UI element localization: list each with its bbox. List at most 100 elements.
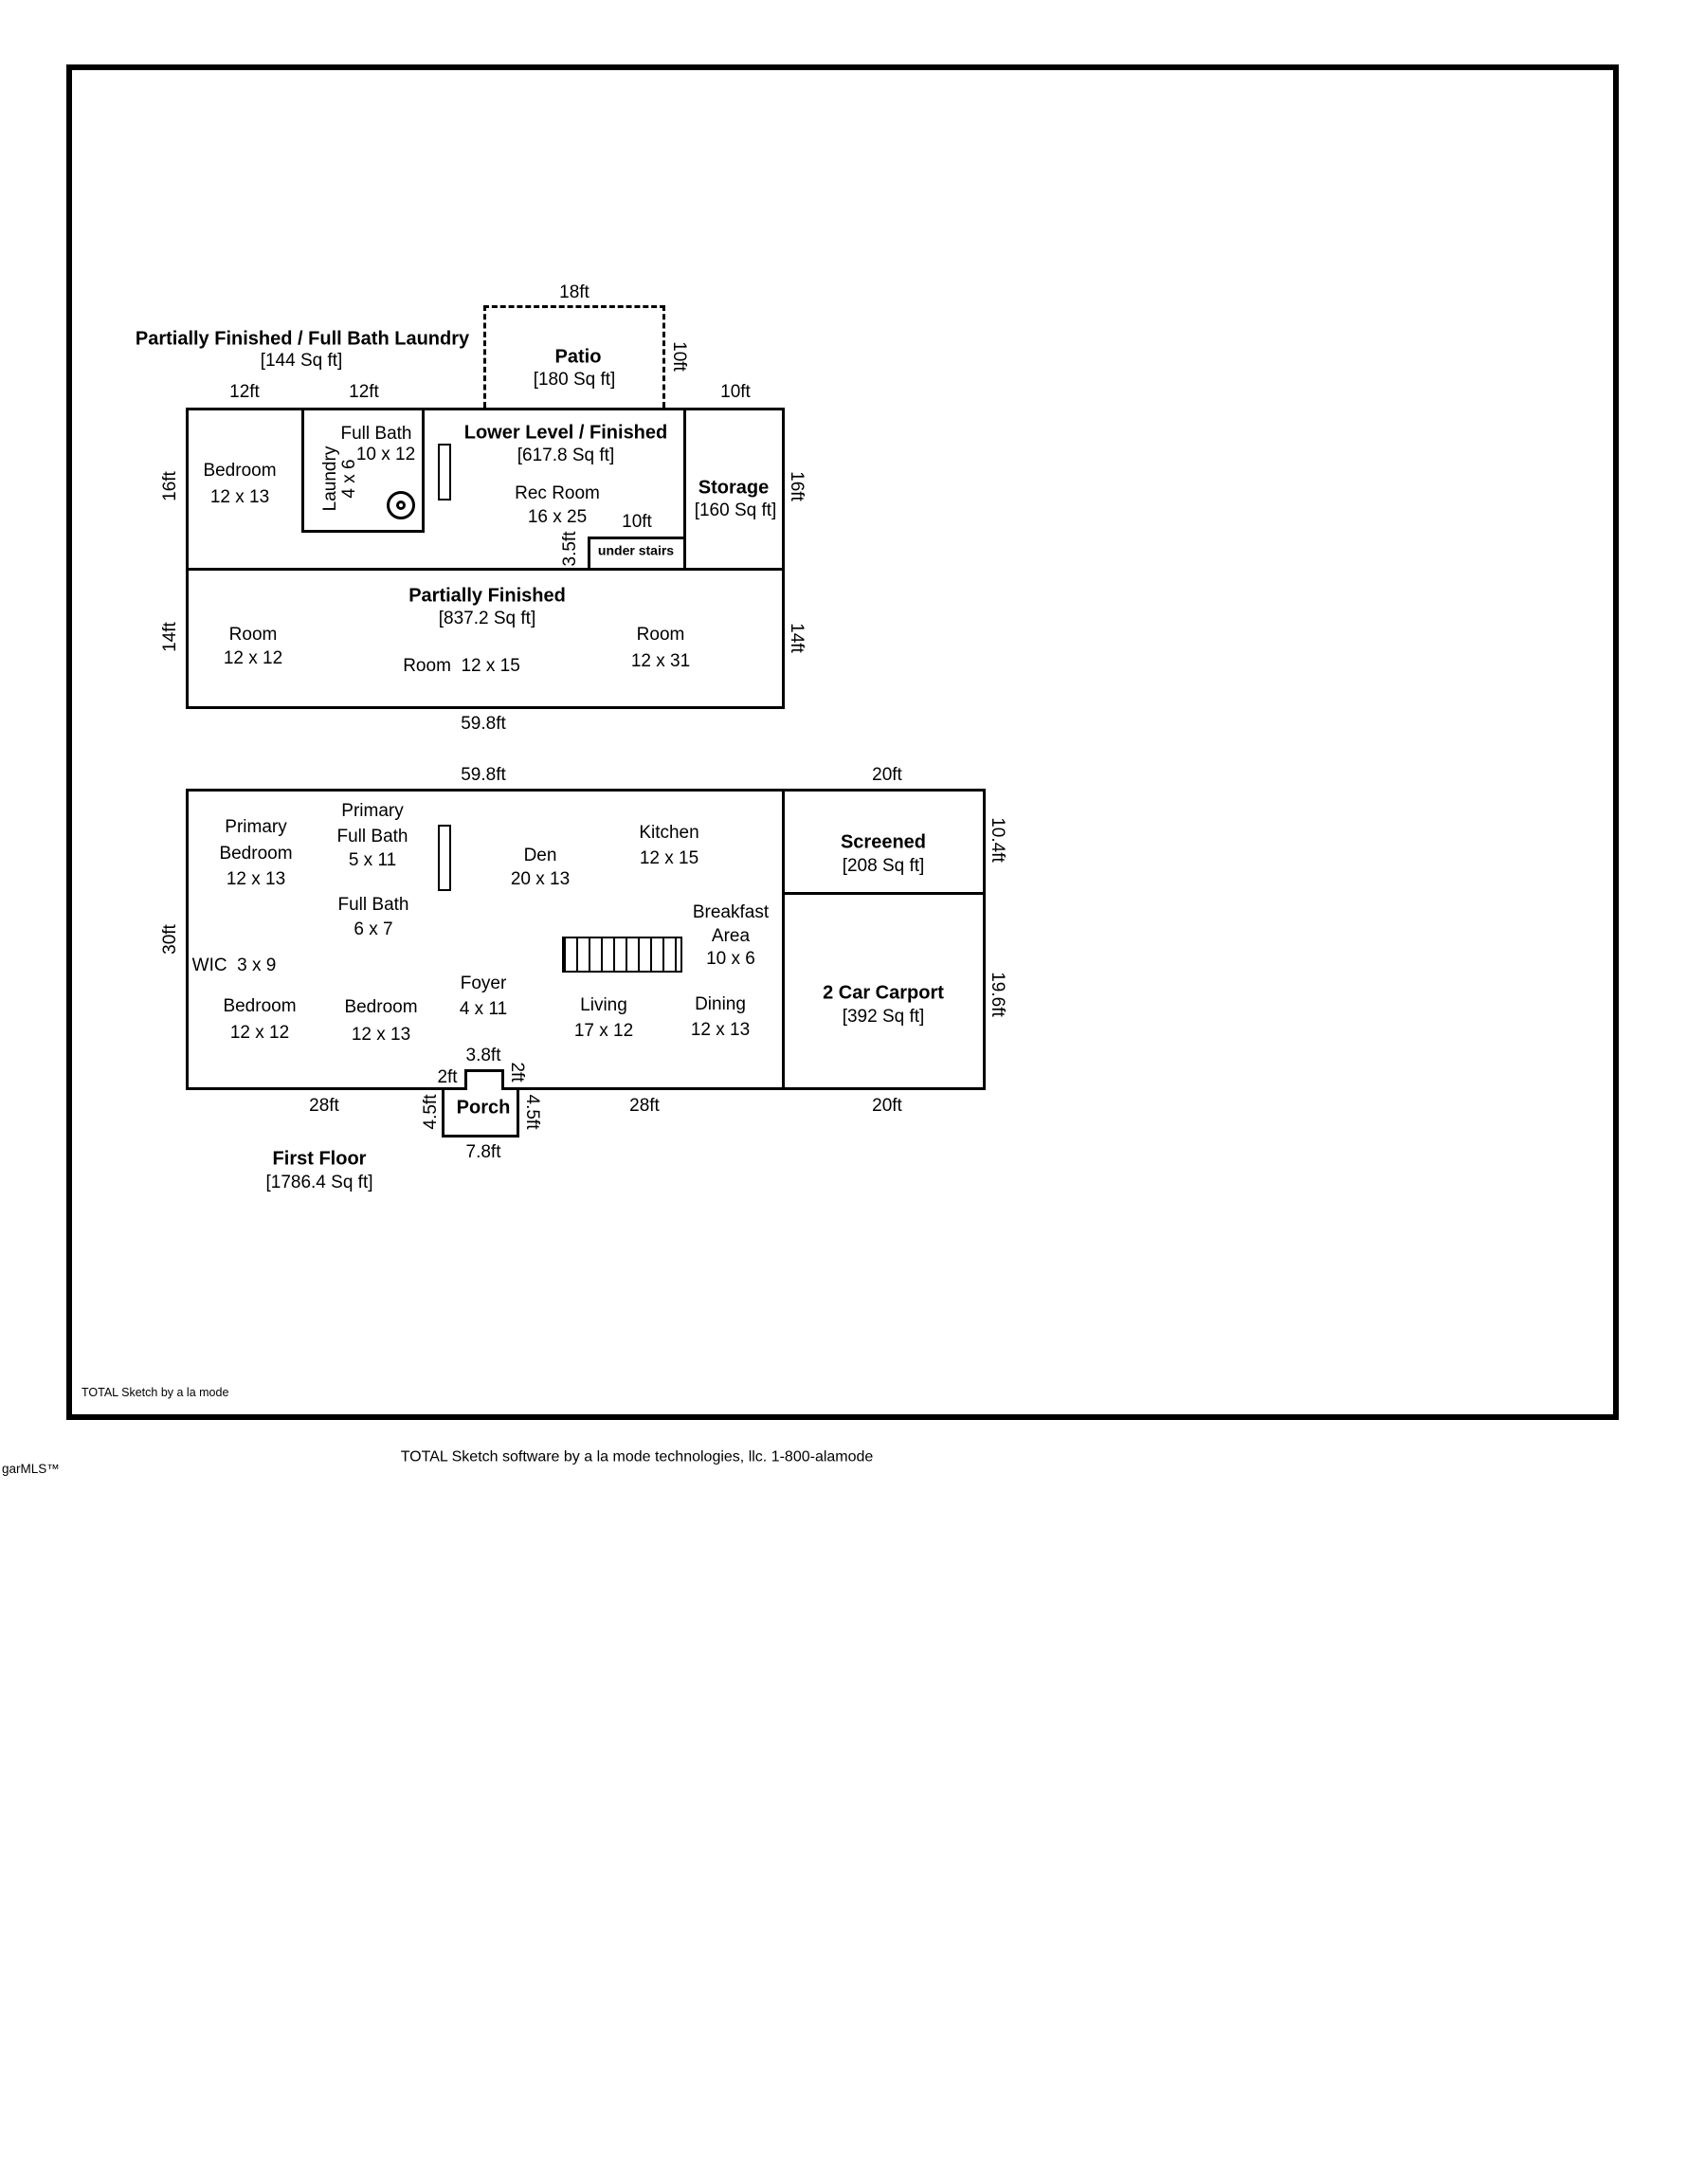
patio-area: [180 Sq ft] [533,370,616,391]
storage-label: Storage [698,477,770,499]
breakfast-line1: Breakfast [692,902,770,923]
partially-finished-area: [837.2 Sq ft] [438,609,536,629]
page-border [66,64,1619,1420]
porch-left-step-dim: 2ft [437,1067,458,1088]
ll-room-a-label: Room [228,625,278,646]
dim-ff-top-main: 59.8ft [461,765,506,786]
carport-label: 2 Car Carport [823,982,944,1004]
dim-left-lower: 14ft [160,622,181,652]
patio-outline [483,305,665,408]
patio-height-dim: 10ft [668,341,689,372]
storage-area: [160 Sq ft] [694,500,777,521]
screened-label: Screened [840,831,927,853]
partially-finished-title: Partially Finished [408,585,566,607]
dim-top-bedroom: 12ft [229,382,260,403]
den-label: Den [523,846,557,866]
porch-outline [442,1090,519,1138]
patio-label: Patio [554,346,602,368]
stairs-icon [562,937,682,973]
kitchen-label: Kitchen [639,823,699,844]
breakfast-size: 10 x 6 [706,949,755,970]
primary-bedroom-line1: Primary [225,817,287,838]
bedroom2-label: Bedroom [223,996,297,1017]
under-stairs-label: under stairs [597,542,675,558]
dim-top-storage: 10ft [720,382,751,403]
dining-label: Dining [695,994,746,1015]
ll-room-b-label: Room 12 x 15 [403,656,520,677]
primary-bath-line2: Full Bath [336,827,408,847]
breakfast-line2: Area [711,926,751,947]
foyer-label: Foyer [460,974,507,994]
ll-laundry-size: 4 x 6 [339,459,360,499]
dim-ff-top-right: 20ft [872,765,902,786]
bedroom2-size: 12 x 12 [229,1023,290,1044]
under-stairs-outline [588,537,686,571]
primary-bath-size: 5 x 11 [348,850,397,871]
storage-wall [683,408,686,571]
porch-left-dim: 4.5ft [421,1094,442,1130]
dim-right-lower: 14ft [786,623,807,653]
porch-step-outline [464,1069,504,1090]
dim-ff-left: 30ft [160,924,181,955]
dim-top-bath: 12ft [349,382,379,403]
bedroom3-label: Bedroom [344,997,418,1018]
door-fixture-icon-2 [438,825,451,891]
porch-bottom-dim: 7.8ft [465,1142,501,1163]
ll-bedroom-size: 12 x 13 [209,487,270,508]
carport-area: [392 Sq ft] [842,1007,925,1028]
dim-ll-bottom: 59.8ft [461,714,506,735]
full-bath-size: 6 x 7 [354,919,393,940]
ll-room-c-label: Room [636,625,685,646]
lower-level-area: [617.8 Sq ft] [517,446,615,466]
dim-ff-bottom-mid: 28ft [629,1096,660,1117]
dining-size: 12 x 13 [690,1020,751,1041]
under-stairs-height-dim: 3.5ft [560,531,581,567]
bedroom3-size: 12 x 13 [351,1025,411,1046]
ll-rec-room-label: Rec Room [515,483,600,504]
dim-ff-bottom-left: 28ft [309,1096,339,1117]
primary-bath-line1: Primary [341,801,404,822]
porch-right-dim: 4.5ft [521,1094,542,1130]
ll-rec-room-size: 16 x 25 [527,507,588,528]
den-size: 20 x 13 [510,869,571,890]
partially-finished-outline [186,571,785,709]
primary-bedroom-size: 12 x 13 [226,869,286,890]
kitchen-size: 12 x 15 [639,848,699,869]
ll-laundry-label: Laundry [320,446,341,512]
patio-width-dim: 18ft [559,282,590,303]
living-size: 17 x 12 [573,1021,634,1042]
ll-full-bath-label: Full Bath [340,424,412,445]
full-bath-label: Full Bath [337,895,409,916]
porch-label: Porch [456,1097,511,1119]
sketch-credit: TOTAL Sketch by a la mode [82,1386,229,1399]
under-stairs-width-dim: 10ft [622,512,652,533]
dim-left-upper: 16ft [160,471,181,501]
screened-outline [782,789,986,895]
primary-bedroom-line2: Bedroom [219,844,293,864]
full-bath-outline [301,408,425,533]
door-fixture-icon [438,444,451,500]
first-floor-title: First Floor [272,1148,367,1170]
dim-right-upper: 16ft [786,471,807,501]
living-label: Living [580,995,627,1016]
ll-room-a-size: 12 x 12 [223,648,283,669]
screened-area: [208 Sq ft] [842,856,925,877]
dim-screened-right: 10.4ft [987,817,1007,863]
lower-level-banner-area: [144 Sq ft] [260,351,343,372]
lower-level-banner-title: Partially Finished / Full Bath Laundry [135,328,470,350]
ll-full-bath-size: 10 x 12 [355,445,416,465]
ll-room-c-size: 12 x 31 [630,651,691,672]
mls-logo: garMLS™ [2,1462,60,1476]
foyer-size: 4 x 11 [459,999,508,1020]
ll-bedroom-label: Bedroom [203,461,277,482]
dim-carport-right: 19.6ft [987,972,1007,1017]
first-floor-area: [1786.4 Sq ft] [265,1173,373,1193]
wic-label: WIC 3 x 9 [191,956,277,976]
lower-level-outline [186,408,785,571]
porch-top-dim: 3.8ft [465,1046,501,1066]
dim-ff-bottom-right: 20ft [872,1096,902,1117]
porch-right-step-dim: 2ft [506,1062,527,1083]
toilet-icon [387,491,415,519]
carport-outline [782,895,986,1090]
